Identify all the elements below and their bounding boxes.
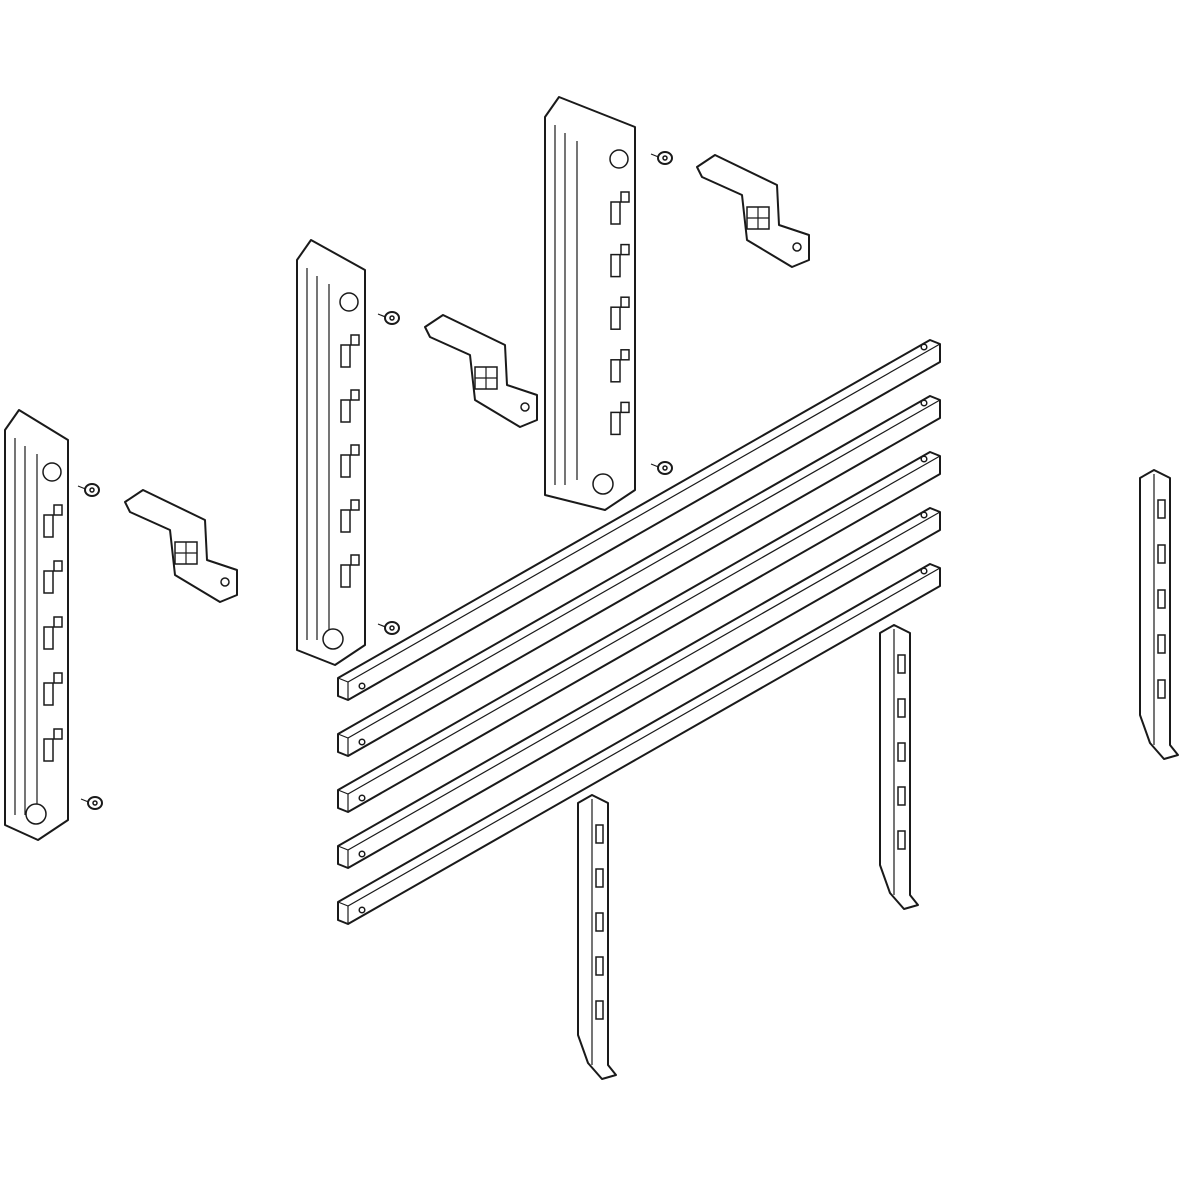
busbar-holder [296,239,366,666]
clip [350,389,360,401]
bolt-hole [920,567,928,575]
screw [650,461,673,475]
clip [620,349,630,361]
bolt-hole [220,577,230,587]
clip [620,191,630,203]
busbar-holder [544,96,636,511]
busbar-support [1139,469,1179,760]
busbar-holder [4,409,69,841]
bolt-hole [920,343,928,351]
screw [650,151,673,165]
bolt-hole [358,794,366,802]
connector-block [424,314,538,428]
bolt-hole [920,511,928,519]
bolt-hole [358,906,366,914]
clip [53,672,63,684]
bolt-hole [920,455,928,463]
clip [350,444,360,456]
clip [53,560,63,572]
clip [620,243,630,256]
clip [53,616,63,628]
clip [53,504,63,516]
bolt-hole [920,399,928,407]
screw [77,483,100,497]
busbar [337,563,941,925]
screw [80,796,103,810]
screw [377,311,400,325]
busbar-support [879,624,919,910]
busbar-support [577,794,617,1080]
connector-block [124,489,238,603]
busbar [337,451,941,813]
connector-block [696,154,810,268]
clip [350,334,360,346]
busbar [337,507,941,869]
bolt-hole [358,850,366,858]
clip [620,401,630,414]
bolt-hole [358,682,366,690]
busbar [337,339,941,701]
clip [620,296,630,308]
clip [350,499,360,511]
clip [350,554,360,566]
busbar [337,395,941,757]
bolt-hole [520,402,530,412]
bolt-hole [358,738,366,746]
bolt-hole [792,242,802,252]
clip [53,728,63,740]
screw [377,621,400,635]
